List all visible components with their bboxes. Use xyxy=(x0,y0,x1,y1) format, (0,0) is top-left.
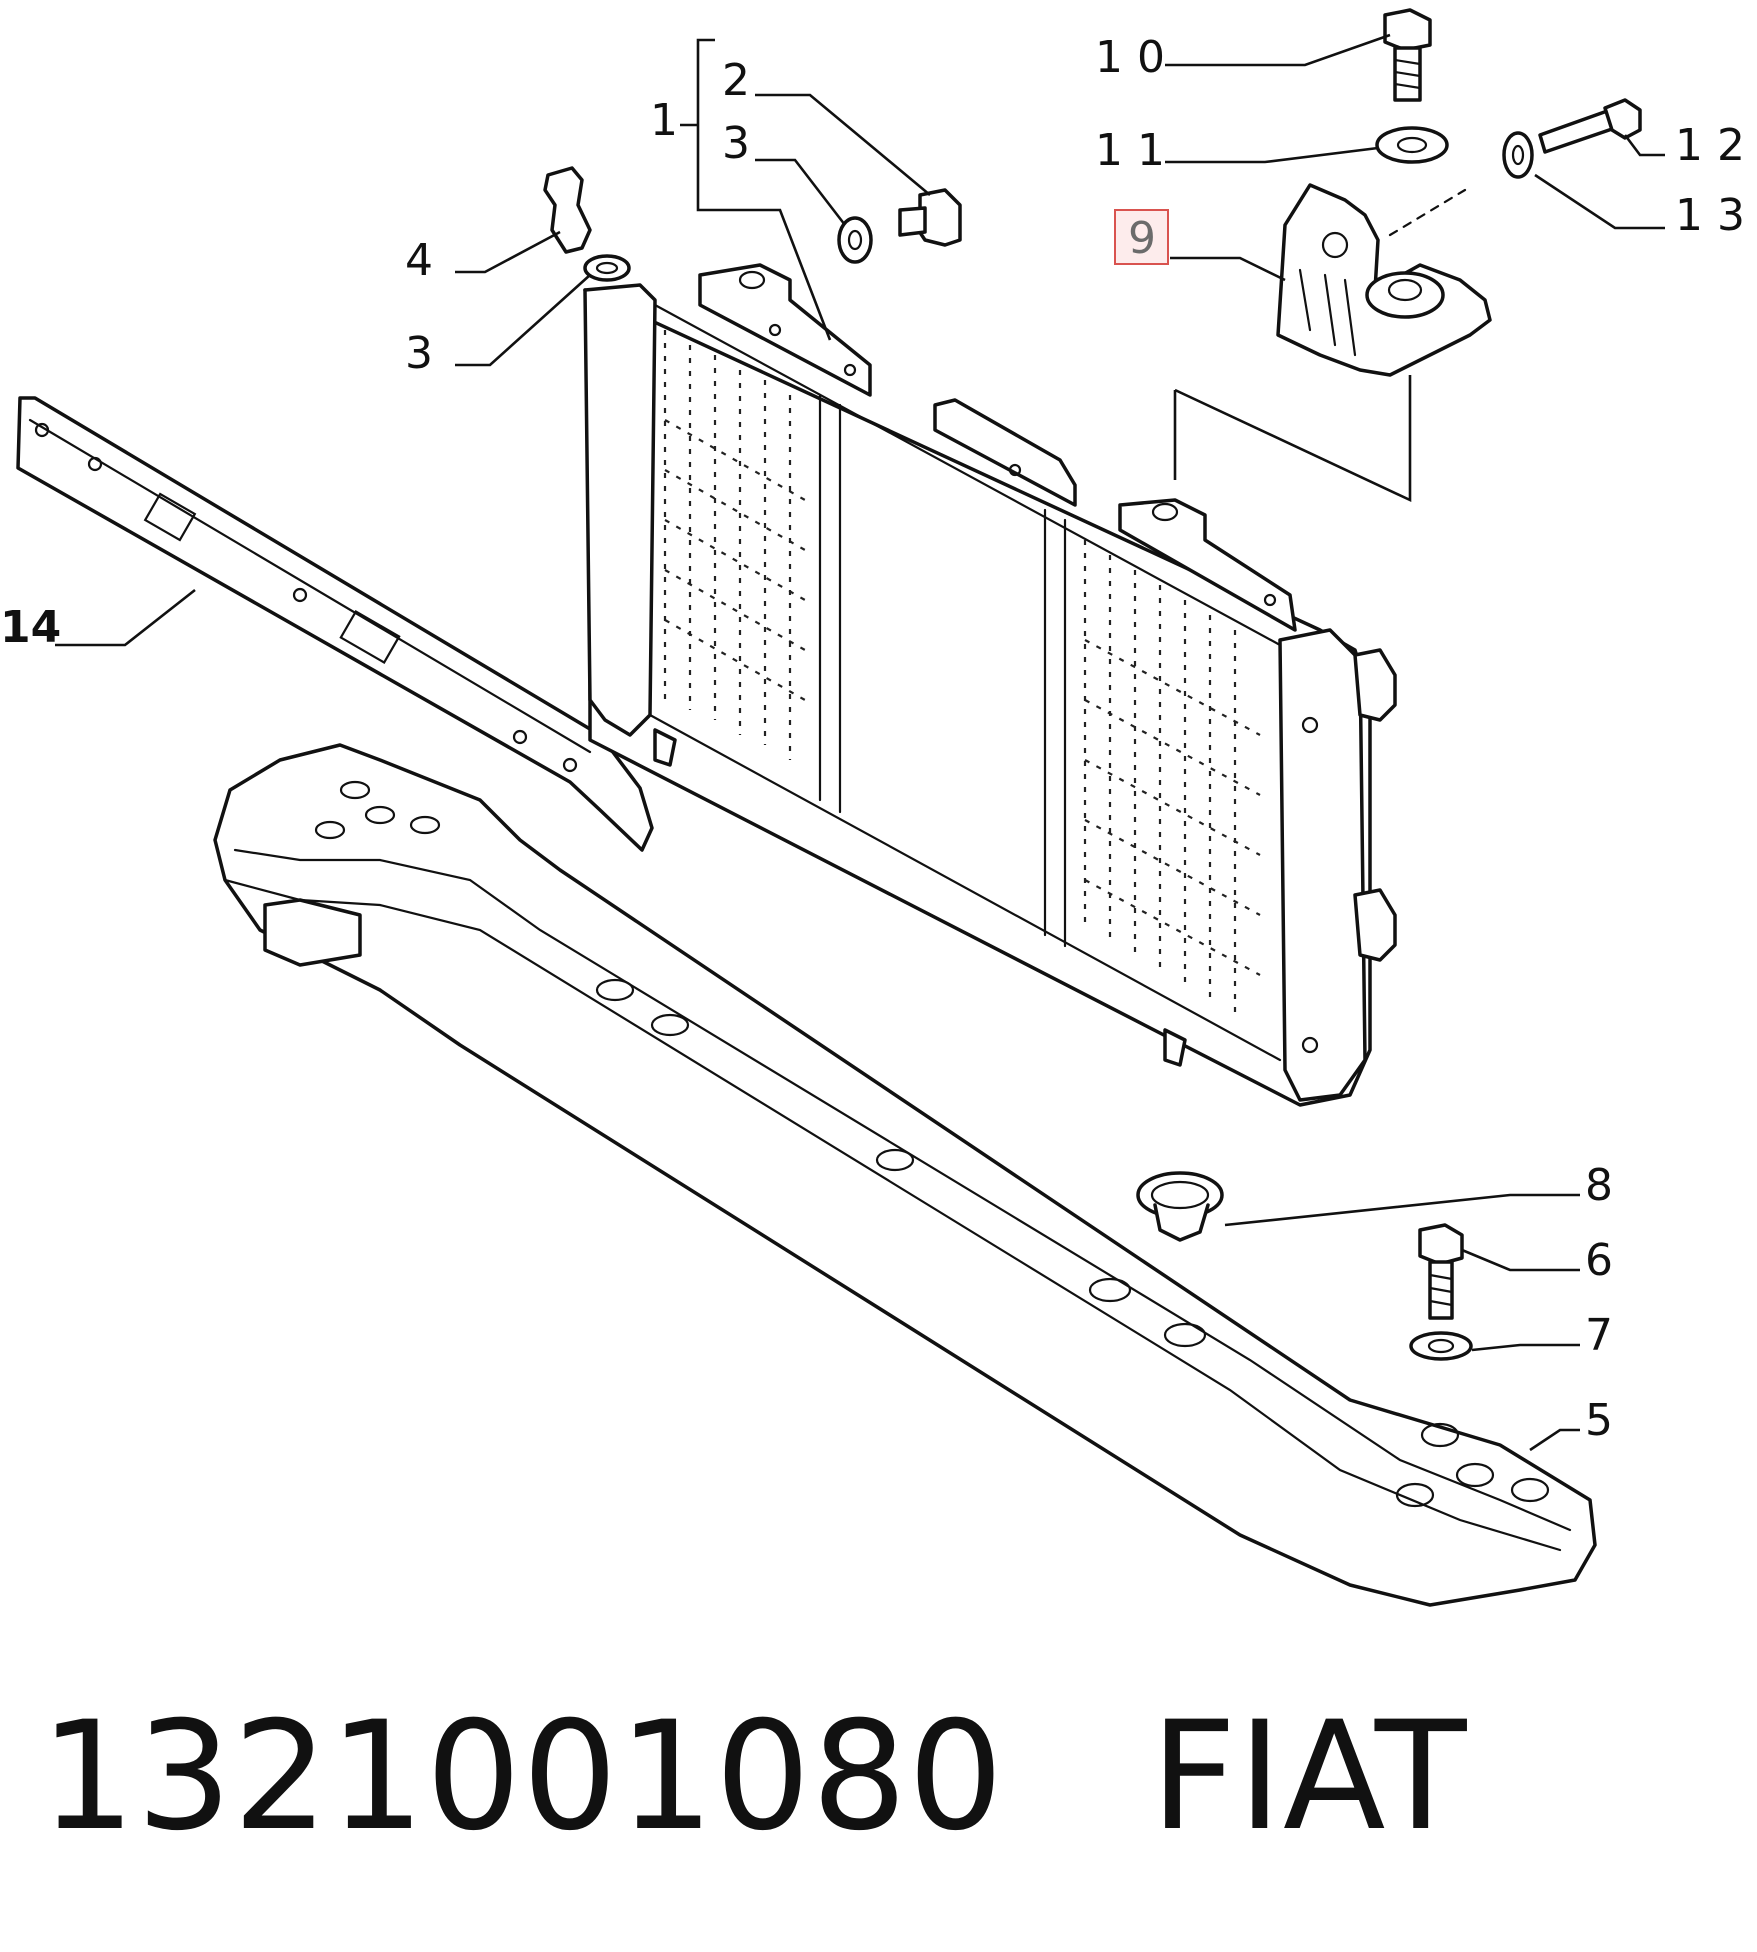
callout-1: 1 xyxy=(650,95,678,146)
callout-8: 8 xyxy=(1585,1160,1613,1211)
callout-10: 1 0 xyxy=(1095,32,1165,83)
bracket-bar-part-14 xyxy=(16,396,654,852)
callout-9-highlight-box xyxy=(1114,209,1169,265)
brand-name: FIAT xyxy=(1150,1690,1468,1864)
bolt-part-12 xyxy=(1538,98,1642,154)
callout-12: 1 2 xyxy=(1675,120,1745,171)
washer-part-13 xyxy=(1502,131,1534,179)
bolt-part-10 xyxy=(1383,8,1432,102)
part-number-caption: 1321001080 FIAT xyxy=(40,1690,1468,1864)
mounting-bracket-part-9 xyxy=(1276,183,1492,377)
callout-4: 4 xyxy=(405,235,433,286)
callout-2: 2 xyxy=(722,55,750,106)
callout-5: 5 xyxy=(1585,1395,1613,1446)
callout-3-lower: 3 xyxy=(405,328,433,379)
cross-member-part-5 xyxy=(213,743,1597,1607)
callout-6: 6 xyxy=(1585,1235,1613,1286)
callout-14: 14 xyxy=(0,602,61,653)
bleed-screw-part-2 xyxy=(898,188,962,247)
callout-7: 7 xyxy=(1585,1310,1613,1361)
callout-13: 1 3 xyxy=(1675,190,1745,241)
radiator-part-1 xyxy=(583,263,1397,1107)
drain-plug-part-4 xyxy=(543,166,631,282)
leader-lines xyxy=(55,33,1665,1452)
part-number: 1321001080 xyxy=(40,1690,1005,1864)
callout-9: 9 xyxy=(1128,213,1156,264)
washer-part-7 xyxy=(1409,1331,1473,1361)
callout-3-upper: 3 xyxy=(722,118,750,169)
callout-labels: 1 2 3 4 3 1 0 1 1 9 1 2 1 3 14 8 6 7 5 xyxy=(0,32,1745,1446)
bolt-part-6 xyxy=(1418,1223,1464,1320)
bushing-part-8 xyxy=(1136,1171,1224,1242)
washer-part-3 xyxy=(837,216,873,264)
washer-part-11 xyxy=(1375,126,1449,164)
callout-11: 1 1 xyxy=(1095,125,1165,176)
